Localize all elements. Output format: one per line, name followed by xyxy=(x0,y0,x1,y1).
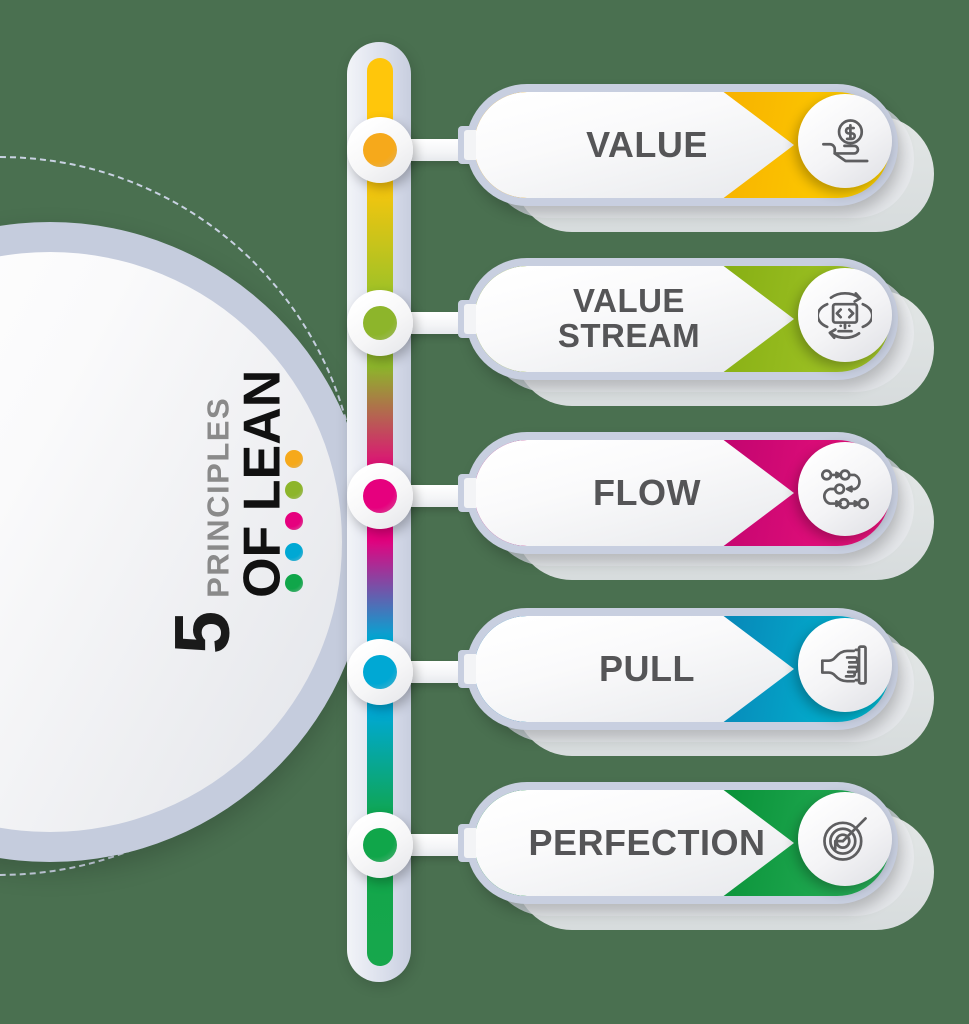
legend-dot-1 xyxy=(285,450,303,468)
card-label-panel-4: PULL xyxy=(474,616,794,722)
timeline-node-5[interactable] xyxy=(347,812,413,878)
card-border-4: PULL xyxy=(458,608,898,730)
card-title-3: FLOW xyxy=(593,472,701,514)
legend-dot-4 xyxy=(285,543,303,561)
card-title-1: VALUE xyxy=(586,124,708,166)
legend-dot-2 xyxy=(285,481,303,499)
process-flow-nodes-icon[interactable] xyxy=(798,442,892,536)
timeline-node-dot-2 xyxy=(363,306,397,340)
card-notch-inner-3 xyxy=(464,478,476,508)
card-title-5: PERFECTION xyxy=(528,822,766,864)
legend-dot-5 xyxy=(285,574,303,592)
card-border-3: FLOW xyxy=(458,432,898,554)
center-subtitle: PRINCIPLES xyxy=(200,396,236,598)
legend-dot-list xyxy=(285,450,303,592)
card-notch-inner-5 xyxy=(464,828,476,858)
principle-count: 5 xyxy=(157,611,246,655)
timeline-node-dot-1 xyxy=(363,133,397,167)
timeline-node-dot-3 xyxy=(363,479,397,513)
timeline-node-dot-4 xyxy=(363,655,397,689)
card-label-panel-3: FLOW xyxy=(474,440,794,546)
card-notch-inner-4 xyxy=(464,654,476,684)
card-title-4: PULL xyxy=(599,648,695,690)
target-arrow-icon[interactable] xyxy=(798,792,892,886)
card-accent-fill-3: FLOW xyxy=(474,440,890,546)
timeline-node-2[interactable] xyxy=(347,290,413,356)
hand-pulling-handle-icon[interactable] xyxy=(798,618,892,712)
timeline-node-4[interactable] xyxy=(347,639,413,705)
card-notch-inner-2 xyxy=(464,304,476,334)
hand-holding-coin-icon[interactable] xyxy=(798,94,892,188)
card-label-panel-5: PERFECTION xyxy=(474,790,794,896)
card-notch-inner-1 xyxy=(464,130,476,160)
timeline-node-3[interactable] xyxy=(347,463,413,529)
card-border-1: VALUE xyxy=(458,84,898,206)
legend-dot-3 xyxy=(285,512,303,530)
card-border-5: PERFECTION xyxy=(458,782,898,904)
center-title: OF LEAN xyxy=(233,369,292,598)
timeline-node-1[interactable] xyxy=(347,117,413,183)
card-label-panel-1: VALUE xyxy=(474,92,794,198)
timeline-node-dot-5 xyxy=(363,828,397,862)
monitor-code-cycle-icon[interactable] xyxy=(798,268,892,362)
